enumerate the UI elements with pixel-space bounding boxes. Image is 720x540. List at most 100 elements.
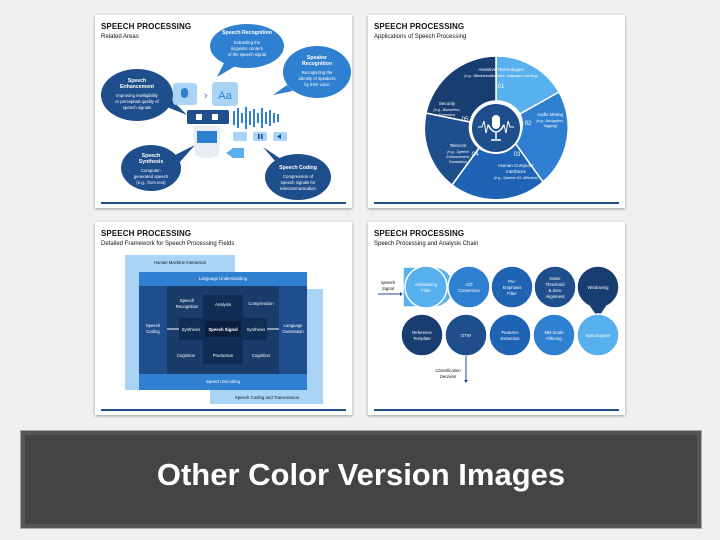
svg-text:Telecom: Telecom bbox=[450, 143, 467, 148]
svg-text:Enhancement: Enhancement bbox=[120, 84, 154, 90]
robot-head-icon bbox=[187, 110, 229, 124]
svg-text:Recognition: Recognition bbox=[176, 304, 199, 309]
svg-text:Generation: Generation bbox=[282, 329, 304, 334]
arrow-icon: › bbox=[204, 90, 208, 102]
svg-text:Antialiasing: Antialiasing bbox=[415, 282, 438, 287]
svg-text:Computer-: Computer- bbox=[141, 168, 162, 173]
svg-text:Threshold: Threshold bbox=[545, 282, 565, 287]
svg-text:or perceptual quality of: or perceptual quality of bbox=[115, 99, 159, 104]
svg-text:Security: Security bbox=[439, 101, 456, 106]
svg-text:Audio Mining: Audio Mining bbox=[537, 112, 564, 117]
svg-text:Filter: Filter bbox=[507, 291, 517, 296]
svg-text:telecommunication: telecommunication bbox=[280, 186, 316, 191]
bubble-speaker-recognition: Speaker Recognition Recognizing the iden… bbox=[273, 46, 351, 98]
slide-title: SPEECH PROCESSING bbox=[101, 22, 192, 31]
svg-text:(e.g., Navigation,: (e.g., Navigation, bbox=[536, 119, 563, 123]
slide-title: SPEECH PROCESSING bbox=[374, 229, 465, 238]
waveform-icon bbox=[233, 107, 279, 129]
svg-text:Interfaces: Interfaces bbox=[506, 169, 527, 174]
slide-thumbnail-related-areas[interactable]: SPEECH PROCESSING Related Areas Speech R… bbox=[95, 15, 352, 208]
svg-text:Signal: Signal bbox=[382, 286, 395, 291]
bubble-speech-coding: Speech Coding Compression of speech sign… bbox=[263, 147, 331, 200]
svg-text:Windowing: Windowing bbox=[587, 285, 609, 290]
svg-text:Enhancement,: Enhancement, bbox=[446, 155, 469, 159]
svg-text:(e.g., Biometrics,: (e.g., Biometrics, bbox=[434, 108, 461, 112]
svg-text:Compression of: Compression of bbox=[283, 174, 314, 179]
svg-text:Alignment: Alignment bbox=[545, 294, 565, 299]
svg-text:Speech Signal: Speech Signal bbox=[208, 327, 237, 332]
framework-diagram: Human Machine Interaction Speech Coding … bbox=[125, 255, 323, 404]
svg-text:Speech: Speech bbox=[381, 280, 396, 285]
svg-text:04: 04 bbox=[472, 152, 479, 158]
svg-text:02: 02 bbox=[525, 121, 532, 127]
svg-text:01: 01 bbox=[498, 84, 505, 90]
svg-text:Improving intelligibility: Improving intelligibility bbox=[116, 93, 159, 98]
svg-text:03: 03 bbox=[514, 152, 521, 158]
svg-text:Speech: Speech bbox=[142, 153, 160, 159]
svg-text:by their voice: by their voice bbox=[304, 82, 330, 87]
svg-text:Decision: Decision bbox=[440, 374, 457, 379]
svg-text:Translation): Translation) bbox=[449, 160, 468, 164]
svg-text:& Zero: & Zero bbox=[549, 288, 563, 293]
svg-text:Extracting the: Extracting the bbox=[234, 40, 261, 45]
bubble-speech-enhancement: Speech Enhancement Improving intelligibi… bbox=[101, 69, 187, 121]
applications-wheel: 01 02 03 04 05 Assistive Technologies (e… bbox=[423, 55, 569, 201]
svg-text:Pre-: Pre- bbox=[508, 279, 517, 284]
svg-text:Filtering: Filtering bbox=[546, 336, 562, 341]
slide-title: SPEECH PROCESSING bbox=[374, 22, 465, 31]
svg-text:Synthesis: Synthesis bbox=[182, 327, 201, 332]
svg-text:Extraction: Extraction bbox=[500, 336, 520, 341]
svg-text:Speech: Speech bbox=[128, 78, 146, 84]
svg-text:(e.g., from text): (e.g., from text) bbox=[136, 180, 166, 185]
svg-text:Recognizing the: Recognizing the bbox=[302, 70, 333, 75]
slide-subtitle: Related Areas bbox=[101, 34, 139, 40]
analysis-chain-diagram: Speech Signal Antialiasing Filter A/D Co… bbox=[378, 265, 620, 383]
svg-text:Compression: Compression bbox=[248, 301, 274, 306]
svg-text:speech signals: speech signals bbox=[123, 105, 151, 110]
slide-thumbnail-applications[interactable]: SPEECH PROCESSING Applications of Speech… bbox=[368, 15, 625, 208]
svg-text:Speaker: Speaker bbox=[307, 55, 327, 61]
svg-text:Coding: Coding bbox=[146, 329, 160, 334]
slide-thumbnail-framework[interactable]: SPEECH PROCESSING Detailed Framework for… bbox=[95, 222, 352, 415]
bubble-speech-synthesis: Speech Synthesis Computer- generated spe… bbox=[121, 145, 195, 191]
svg-text:identity of speakers: identity of speakers bbox=[298, 76, 335, 81]
svg-text:05: 05 bbox=[462, 117, 469, 123]
svg-text:Language Understanding: Language Understanding bbox=[199, 276, 248, 281]
slide-title: SPEECH PROCESSING bbox=[101, 229, 192, 238]
svg-text:Speech: Speech bbox=[146, 323, 161, 328]
microphone-icon bbox=[181, 88, 188, 98]
svg-text:Speech: Speech bbox=[180, 298, 195, 303]
svg-text:Speech Coding: Speech Coding bbox=[279, 165, 317, 171]
slide-subtitle: Speech Processing and Analysis Chain bbox=[374, 241, 479, 247]
speech-center-illustration: › Aa bbox=[173, 82, 287, 158]
banner-text: Other Color Version Images bbox=[156, 457, 566, 492]
slide-subtitle: Detailed Framework for Speech Processing… bbox=[101, 241, 235, 247]
svg-text:Speech Decoding: Speech Decoding bbox=[206, 379, 241, 384]
svg-text:Emphasis: Emphasis bbox=[503, 285, 522, 290]
slide-footer-bar bbox=[374, 202, 619, 204]
slide-thumbnail-analysis-chain[interactable]: SPEECH PROCESSING Speech Processing and … bbox=[368, 222, 625, 415]
svg-text:linguistic content: linguistic content bbox=[231, 46, 264, 51]
svg-text:Language: Language bbox=[283, 323, 303, 328]
svg-text:Analysis: Analysis bbox=[215, 302, 231, 307]
slide-subtitle: Applications of Speech Processing bbox=[374, 34, 467, 40]
svg-text:Filter: Filter bbox=[421, 288, 431, 293]
svg-text:(e.g., Speech: (e.g., Speech bbox=[447, 150, 468, 154]
svg-text:Template: Template bbox=[413, 336, 431, 341]
svg-text:(e.g., Blindness/deafness, lan: (e.g., Blindness/deafness, language Lear… bbox=[464, 74, 537, 78]
slide-footer-bar bbox=[374, 409, 619, 411]
svg-text:Reference: Reference bbox=[412, 330, 432, 335]
svg-text:speech signals for: speech signals for bbox=[281, 180, 316, 185]
svg-text:Mel-Scale: Mel-Scale bbox=[544, 330, 564, 335]
svg-text:Synthesis: Synthesis bbox=[139, 159, 164, 165]
svg-text:generated speech: generated speech bbox=[134, 174, 169, 179]
svg-text:Human Computer: Human Computer bbox=[498, 163, 534, 168]
svg-text:Recognition: Recognition bbox=[302, 61, 332, 67]
other-color-version-banner: Other Color Version Images bbox=[20, 430, 702, 529]
svg-text:Tagging): Tagging) bbox=[543, 124, 557, 128]
svg-text:of the speech signal: of the speech signal bbox=[228, 52, 266, 57]
svg-text:Spectrogram: Spectrogram bbox=[586, 333, 611, 338]
svg-text:DTW: DTW bbox=[461, 333, 472, 338]
slide-footer-bar bbox=[101, 202, 346, 204]
svg-text:Production: Production bbox=[213, 353, 234, 358]
